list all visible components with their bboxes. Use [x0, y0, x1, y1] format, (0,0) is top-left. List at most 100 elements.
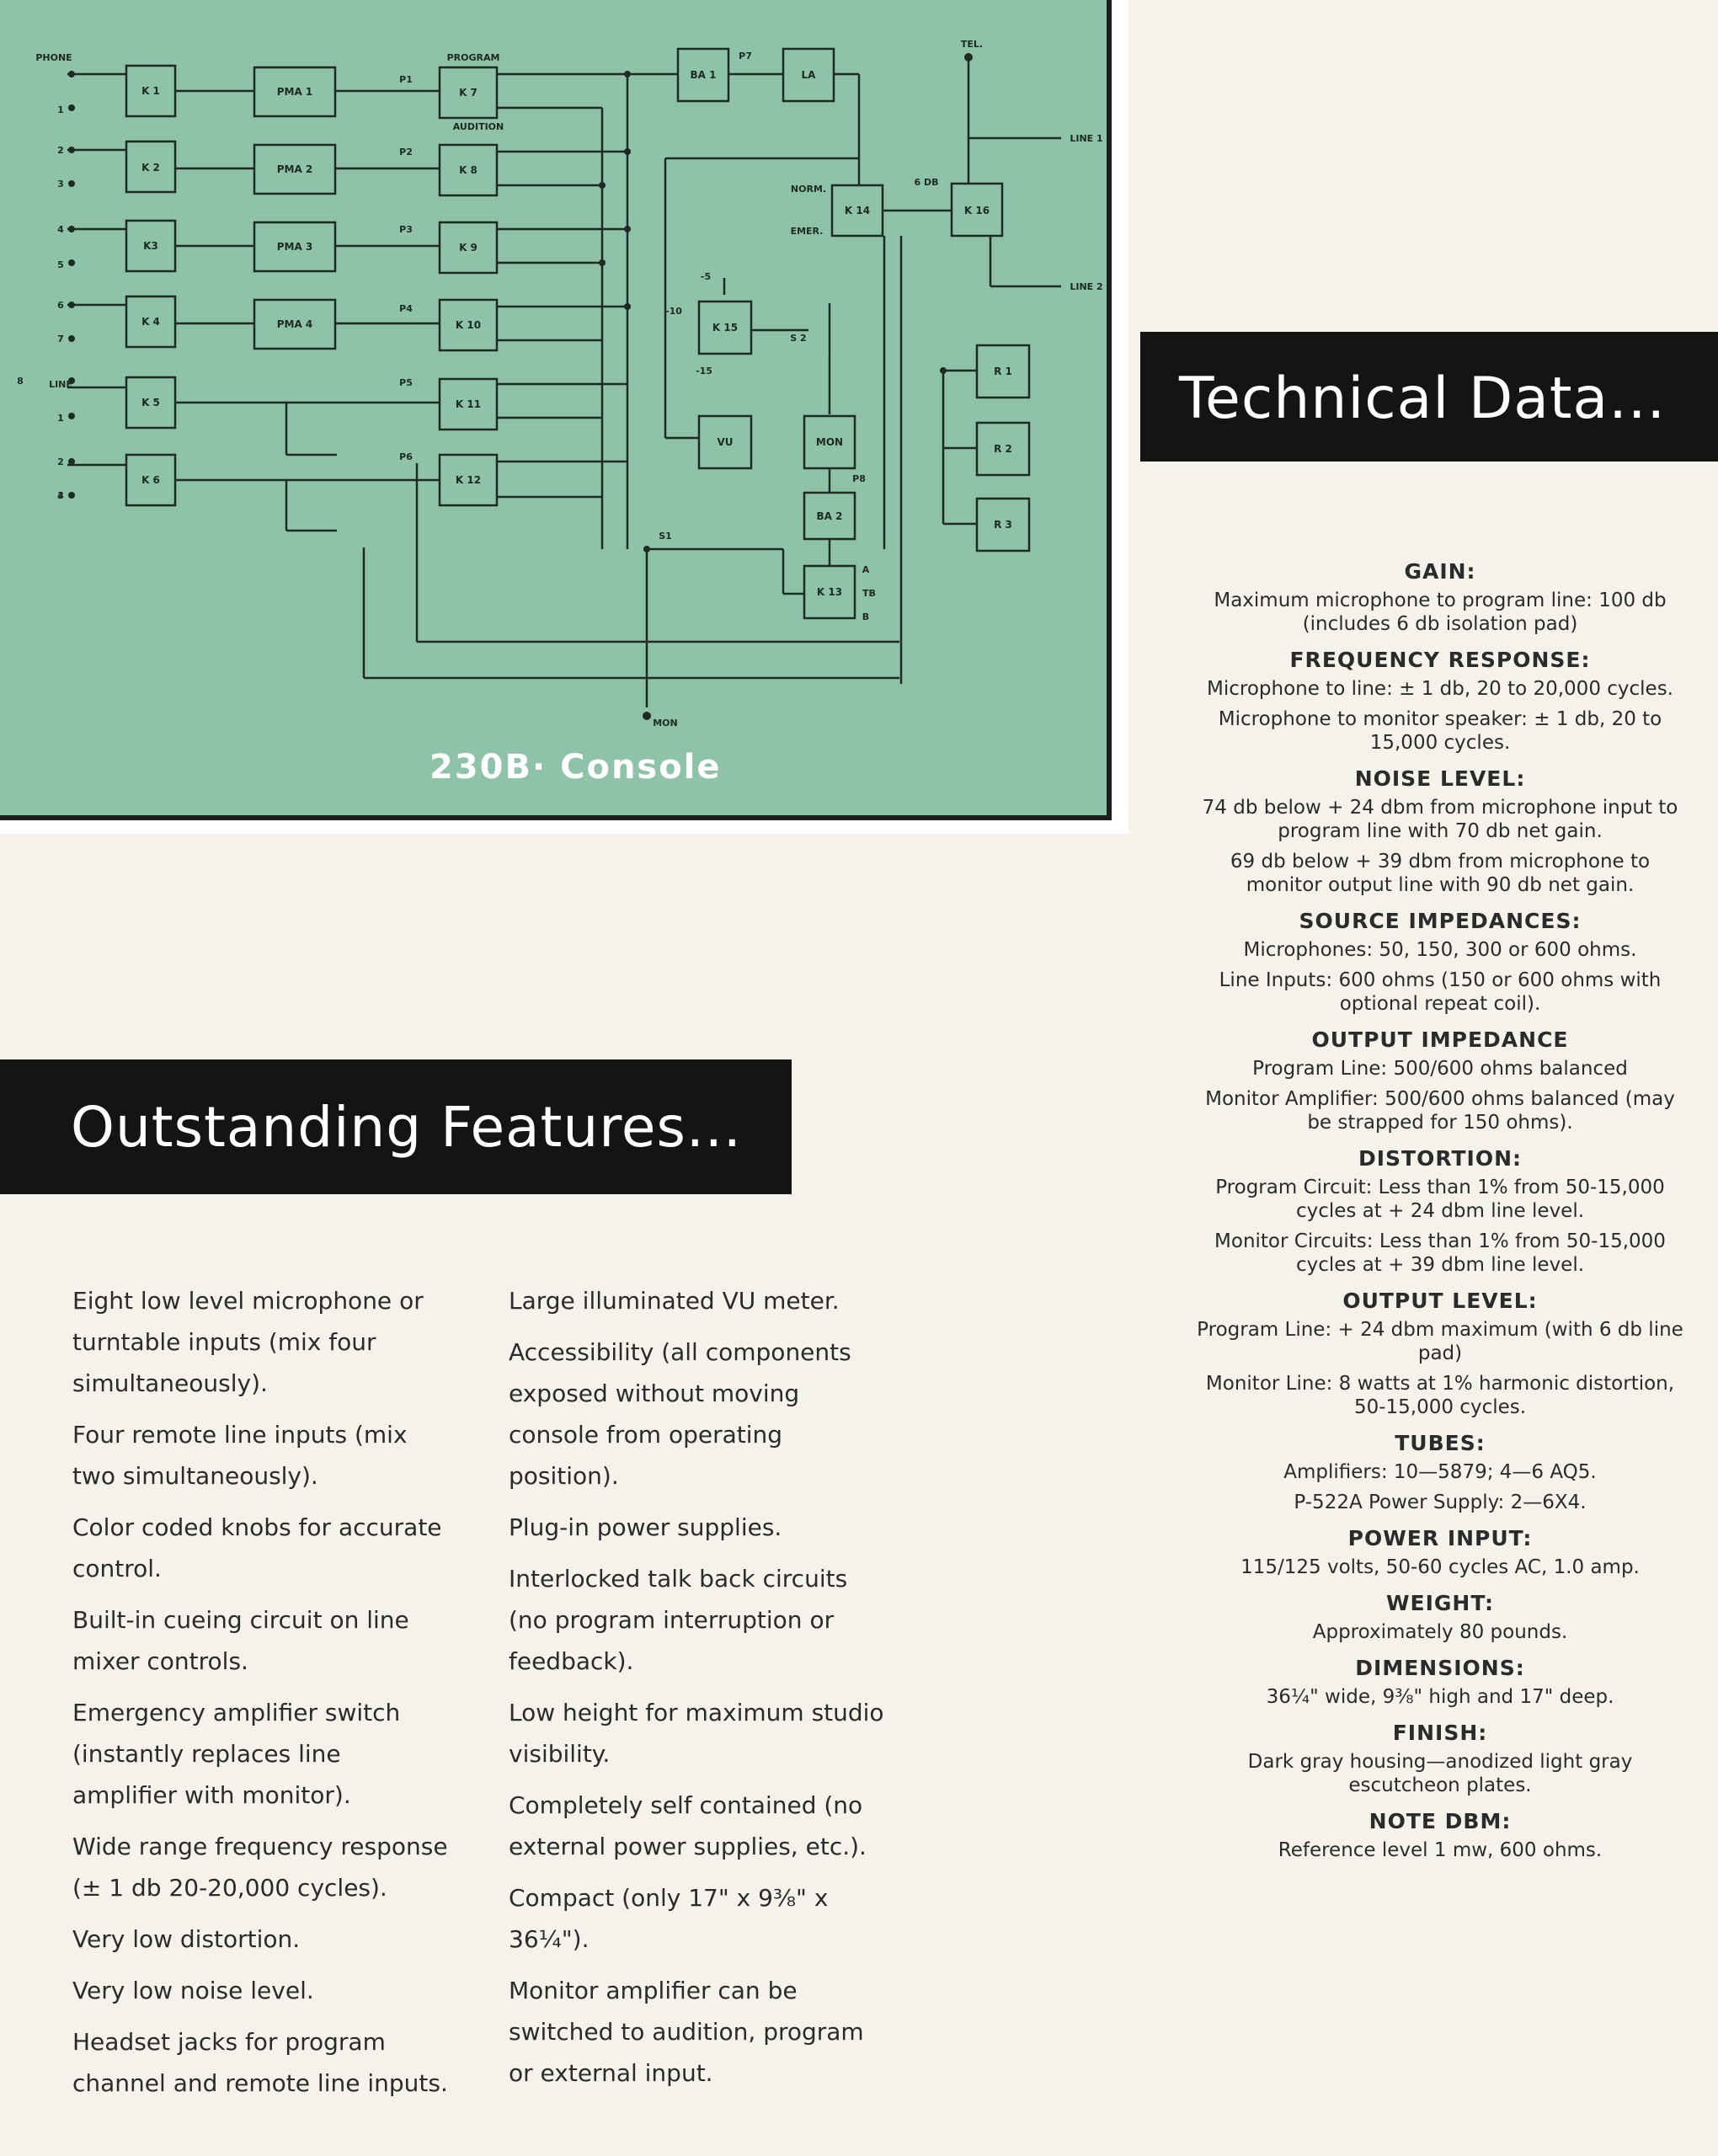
spec-title: OUTPUT IMPEDANCE: [1311, 1027, 1569, 1052]
diagram-input-label: 8: [17, 376, 24, 387]
diagram-input-label: 3: [57, 490, 64, 501]
spec-line: 115/125 volts, 50-60 cycles AC, 1.0 amp.: [1240, 1556, 1640, 1578]
diagram-input-label: 7: [57, 334, 64, 344]
feature-item: Plug-in power supplies.: [509, 1513, 782, 1541]
diagram-block-label: K 4: [141, 316, 160, 328]
diagram-block-label: K 10: [456, 319, 481, 331]
feature-item: Color coded knobs for accurate control.: [72, 1513, 442, 1582]
diagram-block-label: K 2: [141, 162, 160, 173]
spec-line: Approximately 80 pounds.: [1312, 1621, 1568, 1643]
diagram-label: S 2: [790, 333, 806, 344]
diagram-label: PROGRAM: [447, 52, 500, 63]
spec-note-dbm: NOTE DBM: Reference level 1 mw, 600 ohms…: [1191, 1809, 1689, 1862]
feature-item: Accessibility (all components exposed wi…: [509, 1338, 851, 1490]
diagram-input-label: 1: [57, 104, 64, 115]
spec-title: WEIGHT:: [1385, 1591, 1495, 1615]
diagram-pad-label: P3: [399, 224, 413, 235]
spec-power-input: POWER INPUT: 115/125 volts, 50-60 cycles…: [1191, 1526, 1689, 1579]
diagram-label: NORM.: [791, 184, 826, 195]
spec-title: NOTE DBM:: [1369, 1809, 1512, 1833]
technical-data-banner: Technical Data...: [1140, 332, 1718, 462]
feature-item: Eight low level microphone or turntable …: [72, 1287, 424, 1397]
diagram-input-label: 3: [57, 179, 64, 189]
spec-line: Dark gray housing—anodized light gray es…: [1247, 1751, 1633, 1796]
diagram-label: S1: [659, 531, 672, 542]
diagram-block-label: BA 1: [691, 69, 717, 81]
diagram-block-label: K 6: [141, 474, 160, 486]
diagram-pad-label: P8: [852, 473, 866, 484]
feature-item: Completely self contained (no external p…: [509, 1791, 867, 1860]
diagram-block-label: K 5: [141, 397, 160, 408]
diagram-block-label: PMA 2: [277, 163, 313, 175]
diagram-label: A: [862, 564, 870, 575]
feature-item: Four remote line inputs (mix two simulta…: [72, 1421, 408, 1490]
diagram-block-label: R 2: [994, 443, 1012, 455]
feature-item: Built-in cueing circuit on line mixer co…: [72, 1606, 409, 1675]
diagram-block-label: K 14: [845, 205, 870, 216]
outstanding-features-heading: Outstanding Features...: [71, 1095, 742, 1160]
spec-gain: GAIN: Maximum microphone to program line…: [1191, 559, 1689, 636]
diagram-label: 6 DB: [915, 177, 939, 188]
spec-line: Monitor Line: 8 watts at 1% harmonic dis…: [1205, 1373, 1675, 1418]
diagram-pad-label: P2: [399, 147, 413, 157]
diagram-block-label: K 12: [456, 474, 481, 486]
diagram-block-label: R 1: [994, 366, 1012, 377]
diagram-label: TB: [862, 588, 876, 599]
spec-title: TUBES:: [1395, 1431, 1486, 1455]
spec-line: Reference level 1 mw, 600 ohms.: [1278, 1839, 1603, 1861]
diagram-block-label: K3: [143, 240, 158, 252]
spec-title: SOURCE IMPEDANCES:: [1299, 909, 1582, 933]
spec-noise-level: NOISE LEVEL: 74 db below + 24 dbm from m…: [1191, 766, 1689, 897]
feature-item: Compact (only 17" x 9⅜" x 36¼").: [509, 1884, 829, 1953]
spec-line: P-522A Power Supply: 2—6X4.: [1294, 1492, 1587, 1513]
diagram-block-label: K 8: [459, 164, 478, 176]
diagram-input-label: 2: [57, 456, 64, 467]
spec-distortion: DISTORTION: Program Circuit: Less than 1…: [1191, 1146, 1689, 1277]
feature-item: Very low distortion.: [72, 1925, 301, 1953]
diagram-input-label: 5: [57, 259, 64, 270]
spec-source-impedances: SOURCE IMPEDANCES: Microphones: 50, 150,…: [1191, 909, 1689, 1016]
diagram-block-label: MON: [816, 436, 843, 448]
feature-item: Monitor amplifier can be switched to aud…: [509, 1977, 864, 2087]
feature-item: Wide range frequency response (± 1 db 20…: [72, 1833, 448, 1902]
diagram-pad-label: P6: [399, 451, 413, 462]
diagram-block-label: K 9: [459, 242, 478, 253]
spec-output-impedance: OUTPUT IMPEDANCE Program Line: 500/600 o…: [1191, 1027, 1689, 1134]
diagram-label: -10: [665, 306, 682, 317]
diagram-label: -5: [701, 271, 711, 282]
spec-title: FINISH:: [1392, 1721, 1488, 1745]
spec-line: Amplifiers: 10—5879; 4—6 AQ5.: [1283, 1461, 1597, 1483]
spec-line: Microphone to line: ± 1 db, 20 to 20,000…: [1206, 678, 1673, 700]
spec-output-level: OUTPUT LEVEL: Program Line: + 24 dbm max…: [1191, 1289, 1689, 1419]
spec-title: GAIN:: [1404, 559, 1476, 584]
diagram-block-label: LA: [802, 69, 817, 81]
diagram-input-label: 4: [57, 224, 64, 235]
diagram-block-label: PMA 1: [277, 86, 313, 98]
diagram-block-label: PMA 3: [277, 241, 313, 253]
spec-title: NOISE LEVEL:: [1354, 766, 1526, 791]
diagram-label: AUDITION: [453, 121, 504, 132]
spec-title: POWER INPUT:: [1347, 1526, 1533, 1550]
feature-item: Headset jacks for program channel and re…: [72, 2028, 448, 2097]
spec-line: Microphones: 50, 150, 300 or 600 ohms.: [1243, 939, 1637, 961]
diagram-label: EMER.: [791, 226, 824, 237]
diagram-input-label: 4: [57, 490, 64, 501]
spec-line: 36¼" wide, 9⅜" high and 17" deep.: [1266, 1686, 1614, 1708]
spec-line: Microphone to monitor speaker: ± 1 db, 2…: [1218, 708, 1662, 754]
diagram-pad-label: P7: [739, 51, 752, 61]
spec-tubes: TUBES: Amplifiers: 10—5879; 4—6 AQ5. P-5…: [1191, 1431, 1689, 1514]
diagram-label: B: [862, 611, 869, 622]
spec-line: Monitor Amplifier: 500/600 ohms balanced…: [1205, 1088, 1675, 1134]
spec-line: 74 db below + 24 dbm from microphone inp…: [1202, 797, 1678, 842]
diagram-title: 230B· Console: [430, 748, 722, 787]
diagram-block-label: BA 2: [817, 510, 843, 522]
spec-frequency-response: FREQUENCY RESPONSE: Microphone to line: …: [1191, 648, 1689, 755]
feature-item: Emergency amplifier switch (instantly re…: [72, 1699, 401, 1809]
diagram-input-label: 1: [57, 413, 64, 424]
diagram-block-label: PMA 4: [277, 318, 313, 330]
spec-line: Maximum microphone to program line: 100 …: [1214, 590, 1667, 635]
